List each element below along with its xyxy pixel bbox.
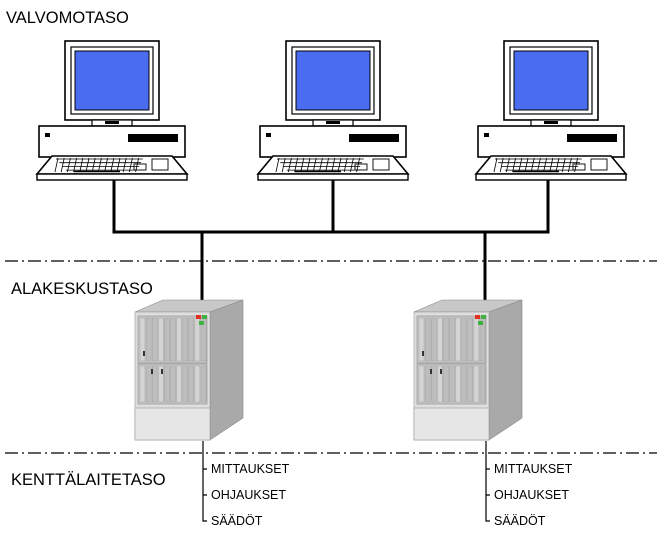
cabinet-rack-modules	[416, 315, 487, 405]
keyboard-numpad	[151, 158, 169, 171]
substation-cabinets	[134, 299, 523, 441]
disk-drive-slot	[567, 134, 617, 142]
module-indicator	[161, 369, 163, 374]
status-led-red	[196, 315, 201, 319]
computer-workstation-icon	[256, 40, 410, 181]
keyboard-base	[475, 173, 627, 181]
status-led-green	[199, 321, 204, 325]
cabinet-plinth	[134, 407, 211, 441]
computer-workstation-icon	[35, 40, 189, 181]
monitor-stand-slot	[544, 121, 558, 124]
level-label-field-devices: KENTTÄLAITETASO	[11, 471, 166, 489]
field-signal-bracket	[485, 441, 490, 522]
monitor-stand-slot	[105, 121, 119, 124]
module-indicator	[143, 351, 145, 356]
cabinet-rack-modules	[137, 315, 208, 405]
module-indicator	[440, 369, 442, 374]
computer-workstation-icon	[474, 40, 628, 181]
server-cabinet-icon	[134, 299, 244, 441]
disk-drive-slot	[128, 134, 178, 142]
level-label-substation: ALAKESKUSTASO	[11, 280, 153, 298]
status-led-green	[202, 315, 207, 319]
keyboard-arrow-keys	[572, 163, 586, 171]
status-led-red	[475, 315, 480, 319]
keyboard-arrow-keys	[133, 163, 147, 171]
monitor-screen	[295, 50, 371, 111]
monitor-stand-slot	[326, 121, 340, 124]
keyboard-base	[257, 173, 409, 181]
module-indicator	[422, 351, 424, 356]
signal-label-measurements: MITTAUKSET	[211, 462, 290, 476]
field-signals-left: MITTAUKSET OHJAUKSET SÄÄDÖT	[202, 441, 290, 528]
keyboard-keys	[54, 157, 143, 173]
workstations	[35, 40, 628, 181]
network-lines	[112, 180, 550, 302]
signal-label-controls: OHJAUKSET	[211, 488, 286, 502]
cabinet-plinth	[413, 407, 490, 441]
signal-label-adjustments: SÄÄDÖT	[494, 514, 546, 528]
disk-drive-slot	[349, 134, 399, 142]
signal-label-measurements: MITTAUKSET	[494, 462, 573, 476]
signal-label-controls: OHJAUKSET	[494, 488, 569, 502]
field-signal-bracket	[202, 441, 207, 522]
keyboard-base	[36, 173, 188, 181]
cabinet-side	[209, 299, 244, 441]
module-indicator	[430, 369, 432, 374]
cabinet-side	[488, 299, 523, 441]
monitor-screen	[513, 50, 589, 111]
power-button	[266, 133, 271, 137]
monitor-screen	[74, 50, 150, 111]
status-led-green	[478, 321, 483, 325]
power-button	[484, 133, 489, 137]
keyboard-numpad	[372, 158, 390, 171]
signal-label-adjustments: SÄÄDÖT	[211, 514, 263, 528]
power-button	[45, 133, 50, 137]
keyboard-numpad	[590, 158, 608, 171]
keyboard-arrow-keys	[354, 163, 368, 171]
module-indicator	[151, 369, 153, 374]
keyboard-keys	[275, 157, 364, 173]
status-led-green	[481, 315, 486, 319]
server-cabinet-icon	[413, 299, 523, 441]
keyboard-keys	[493, 157, 582, 173]
level-label-control-room: VALVOMOTASO	[6, 9, 129, 27]
field-signals-right: MITTAUKSET OHJAUKSET SÄÄDÖT	[485, 441, 573, 528]
